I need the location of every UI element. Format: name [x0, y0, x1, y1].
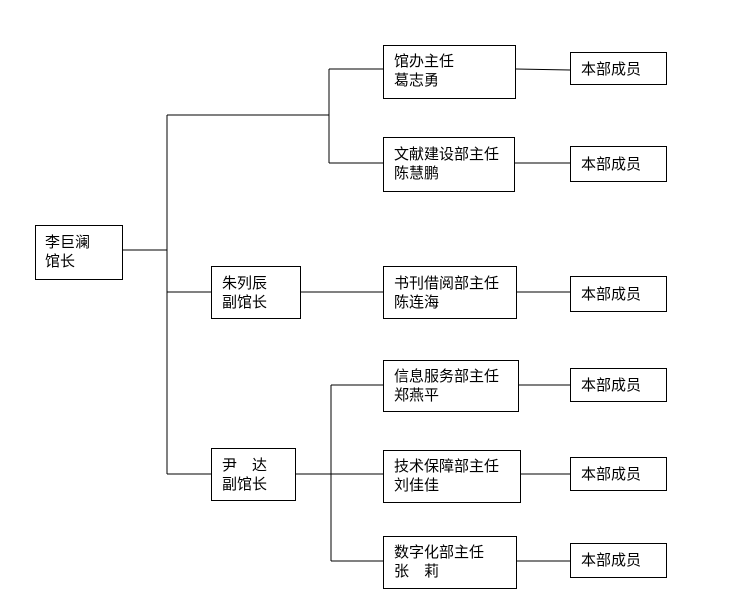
deputy-title: 副馆长 [222, 293, 268, 311]
department-role: 技术保障部主任 [394, 457, 500, 475]
deputy-name: 朱列辰 [222, 274, 268, 292]
deputy-box: 尹 达 副馆长 [211, 448, 296, 501]
department-role: 信息服务部主任 [394, 367, 500, 385]
director-name: 李巨澜 [45, 233, 91, 251]
director-box: 李巨澜 馆长 [35, 225, 123, 280]
department-box: 信息服务部主任 郑燕平 [383, 360, 519, 412]
department-role: 文献建设部主任 [394, 145, 500, 163]
department-head: 郑燕平 [394, 386, 440, 404]
department-box: 书刊借阅部主任 陈连海 [383, 266, 517, 319]
department-box: 技术保障部主任 刘佳佳 [383, 450, 521, 503]
deputy-title: 副馆长 [222, 475, 268, 493]
members-box: 本部成员 [570, 457, 667, 491]
department-head: 张 莉 [394, 562, 440, 580]
department-box: 数字化部主任 张 莉 [383, 536, 517, 589]
department-role: 数字化部主任 [394, 543, 485, 561]
members-box: 本部成员 [570, 146, 667, 182]
department-box: 馆办主任 葛志勇 [383, 45, 516, 99]
members-box: 本部成员 [570, 52, 667, 85]
department-role: 馆办主任 [394, 52, 455, 70]
department-head: 陈连海 [394, 293, 440, 311]
members-box: 本部成员 [570, 543, 667, 578]
deputy-box: 朱列辰 副馆长 [211, 266, 301, 319]
department-box: 文献建设部主任 陈慧鹏 [383, 137, 515, 192]
members-box: 本部成员 [570, 368, 667, 402]
department-head: 葛志勇 [394, 71, 440, 89]
members-box: 本部成员 [570, 276, 667, 312]
deputy-name: 尹 达 [222, 456, 268, 474]
department-role: 书刊借阅部主任 [394, 274, 500, 292]
connector-members-1 [515, 68, 571, 71]
department-head: 刘佳佳 [394, 476, 440, 494]
department-head: 陈慧鹏 [394, 164, 440, 182]
director-title: 馆长 [45, 252, 76, 270]
